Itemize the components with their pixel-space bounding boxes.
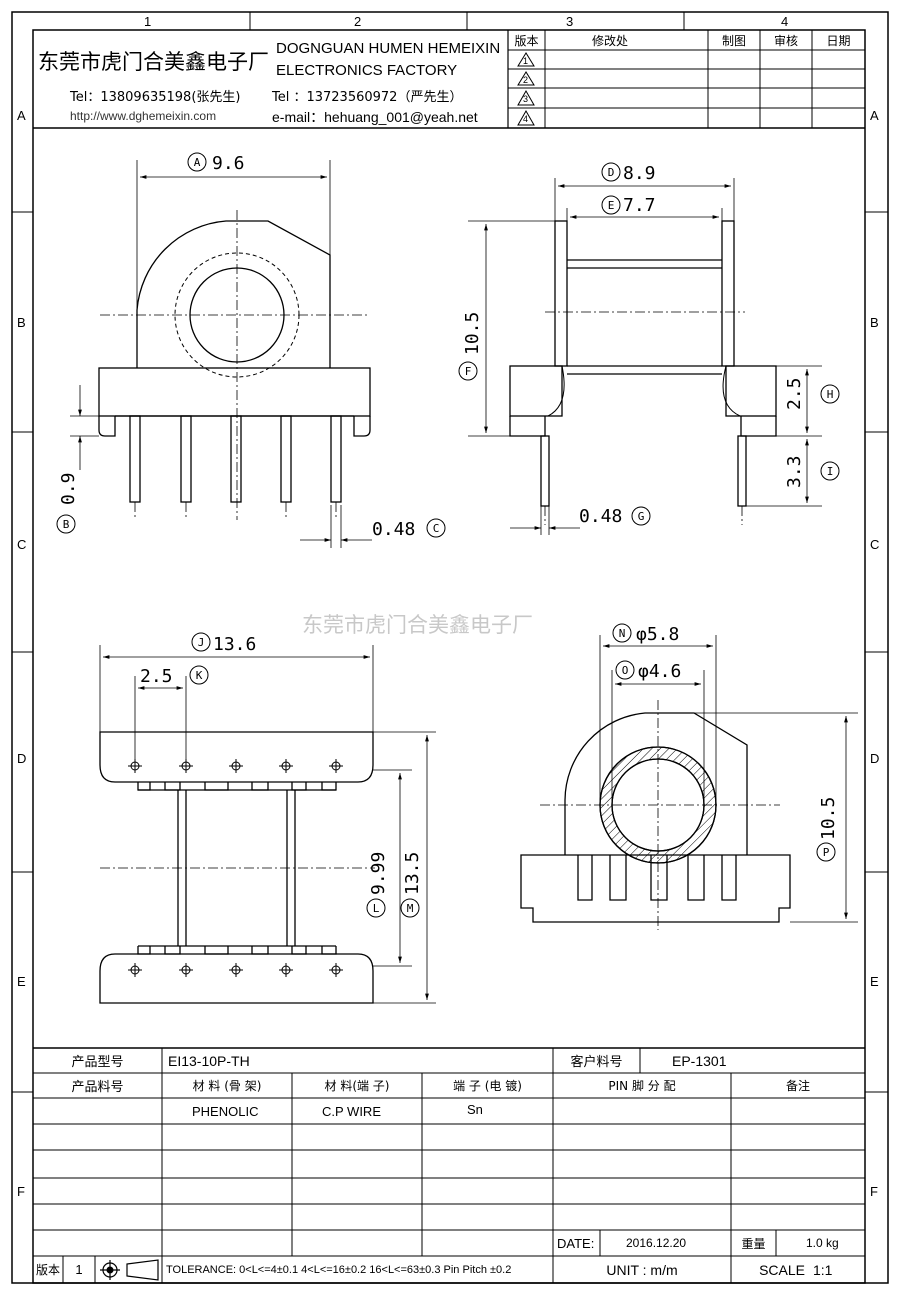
company-tel-1: Tel：13809635198(张先生) (70, 90, 241, 105)
grid-row-a-right: A (870, 108, 879, 123)
label-plating: 端 子 (电 镀) (453, 1079, 522, 1093)
svg-text:F: F (465, 365, 472, 378)
view-side (468, 178, 822, 535)
dim-F: 10.5 (462, 312, 483, 355)
label-version: 版本 (35, 1263, 60, 1277)
dim-B: 0.9 (58, 472, 79, 505)
label-weight: 重量 (741, 1236, 766, 1251)
grid-col-4: 4 (781, 14, 789, 29)
company-name-cn: 东莞市虎门合美鑫电子厂 (38, 50, 269, 74)
dim-D: 8.9 (623, 163, 656, 184)
grid-col-3: 3 (566, 14, 574, 29)
dim-P: 10.5 (818, 797, 839, 840)
dim-O: φ4.6 (638, 661, 681, 682)
grid-row-e: E (17, 974, 26, 989)
tolerance-note: TOLERANCE: 0<L<=4±0.1 4<L<=16±0.2 16<L<=… (166, 1263, 512, 1276)
rev-header-check: 审核 (773, 33, 798, 48)
dim-N: φ5.8 (636, 624, 679, 645)
grid-row-b-right: B (870, 315, 879, 330)
svg-text:G: G (638, 510, 645, 523)
rev-mark-4: 4 (523, 114, 529, 124)
value-material-frame: PHENOLIC (192, 1103, 259, 1119)
label-remarks: 备注 (785, 1079, 810, 1093)
svg-text:N: N (619, 627, 626, 640)
company-name-en-1: DOGNGUAN HUMEN HEMEIXIN (276, 40, 501, 57)
dim-A: 9.6 (212, 153, 245, 174)
rev-mark-1: 1 (523, 56, 529, 66)
rev-header-change: 修改处 (591, 33, 628, 48)
svg-text:D: D (608, 166, 615, 179)
svg-text:K: K (196, 669, 203, 682)
grid-row-c: C (17, 537, 27, 552)
unit-note: UNIT : m/m (606, 1261, 678, 1278)
watermark: 东莞市虎门合美鑫电子厂 (302, 613, 533, 637)
svg-text:O: O (622, 664, 629, 677)
rev-mark-2: 2 (523, 75, 529, 85)
rev-header-date: 日期 (826, 33, 851, 48)
dim-M: 13.5 (402, 852, 423, 895)
value-version: 1 (75, 1262, 83, 1277)
dim-C: 0.48 (372, 519, 415, 540)
svg-text:L: L (373, 902, 380, 915)
grid-row-e-right: E (870, 974, 879, 989)
value-weight: 1.0 kg (806, 1236, 839, 1250)
label-product-code: 产品料号 (71, 1080, 124, 1095)
svg-text:C: C (433, 522, 440, 535)
company-tel-2: Tel ：13723560972（严先生） (272, 90, 463, 105)
value-plating: Sn (467, 1102, 483, 1117)
svg-text:I: I (827, 465, 834, 478)
value-product-model: EI13-10P-TH (168, 1052, 250, 1069)
grid-row-f-right: F (870, 1184, 878, 1199)
rev-header-version: 版本 (514, 33, 539, 48)
grid-col-2: 2 (354, 14, 362, 29)
svg-text:M: M (407, 902, 414, 915)
dim-L: 9.99 (368, 852, 389, 895)
company-email[interactable]: e-mail：hehuang_001@yeah.net (272, 109, 478, 125)
label-material-pin: 材 料(端 子) (324, 1079, 390, 1093)
company-url[interactable]: http://www.dghemeixin.com (70, 109, 217, 123)
dim-E: 7.7 (623, 195, 656, 216)
grid-row-d-right: D (870, 751, 880, 766)
label-pin-assignment: PIN 脚 分 配 (608, 1079, 676, 1093)
value-customer-code: EP-1301 (672, 1052, 727, 1069)
grid-row-d: D (17, 751, 27, 766)
company-name-en-2: ELECTRONICS FACTORY (276, 62, 458, 79)
svg-text:E: E (608, 199, 615, 212)
grid-col-1: 1 (144, 14, 152, 29)
value-scale: 1:1 (813, 1261, 833, 1278)
rev-header-drawn: 制图 (721, 33, 746, 48)
grid-row-b: B (17, 315, 26, 330)
dim-I: 3.3 (784, 455, 805, 488)
label-material-frame: 材 料 (骨 架) (192, 1079, 262, 1093)
dim-K: 2.5 (140, 666, 173, 687)
dim-J: 13.6 (213, 634, 256, 655)
label-scale: SCALE (759, 1261, 805, 1278)
label-product-model: 产品型号 (71, 1055, 124, 1070)
value-material-pin: C.P WIRE (322, 1103, 381, 1119)
dim-H: 2.5 (784, 377, 805, 410)
svg-text:J: J (198, 636, 205, 649)
svg-text:A: A (194, 156, 201, 169)
svg-text:H: H (827, 388, 834, 401)
rev-mark-3: 3 (523, 94, 529, 104)
label-date: DATE: (557, 1235, 595, 1251)
label-customer-code: 客户料号 (570, 1055, 623, 1070)
grid-row-a: A (17, 108, 26, 123)
view-top (99, 645, 436, 1004)
dim-G: 0.48 (579, 506, 622, 527)
svg-text:B: B (63, 518, 70, 531)
grid-row-c-right: C (870, 537, 880, 552)
view-front (70, 160, 372, 548)
grid-row-f: F (17, 1184, 25, 1199)
view-section (520, 635, 858, 930)
dimension-markers (56, 152, 840, 918)
value-date: 2016.12.20 (626, 1236, 687, 1250)
svg-text:P: P (823, 846, 830, 859)
